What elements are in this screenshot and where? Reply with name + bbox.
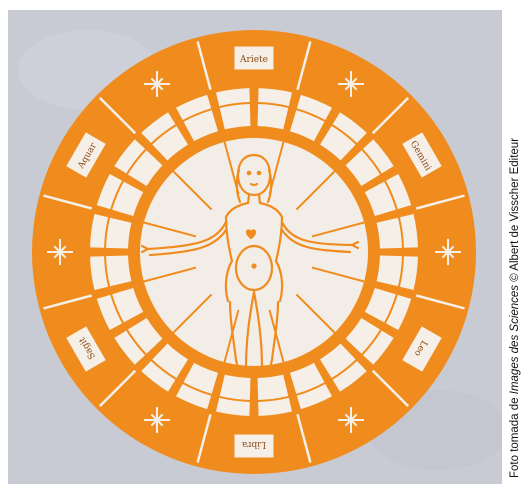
wheel-cell: [106, 256, 131, 287]
wheel-cell: [377, 218, 402, 249]
zodiac-label: Libra: [234, 434, 274, 458]
wheel-cell: [220, 375, 251, 400]
credit-source: Images des Sciences: [509, 285, 521, 394]
wheel-cell: [258, 375, 289, 400]
photo-credit: Foto tomada de Images des Sciences © Alb…: [509, 138, 521, 478]
zodiac-label-text: Ariete: [239, 55, 268, 65]
credit-suffix: © Albert de Visscher Editeur: [509, 138, 521, 285]
wheel-cell: [377, 256, 402, 287]
zodiac-label: Ariete: [234, 46, 274, 70]
wheel-cell: [258, 104, 289, 129]
wheel-cell: [220, 104, 251, 129]
zodiac-label-text: Libra: [241, 439, 266, 449]
wheel-cell: [106, 218, 131, 249]
credit-prefix: Foto tomada de: [509, 394, 521, 478]
